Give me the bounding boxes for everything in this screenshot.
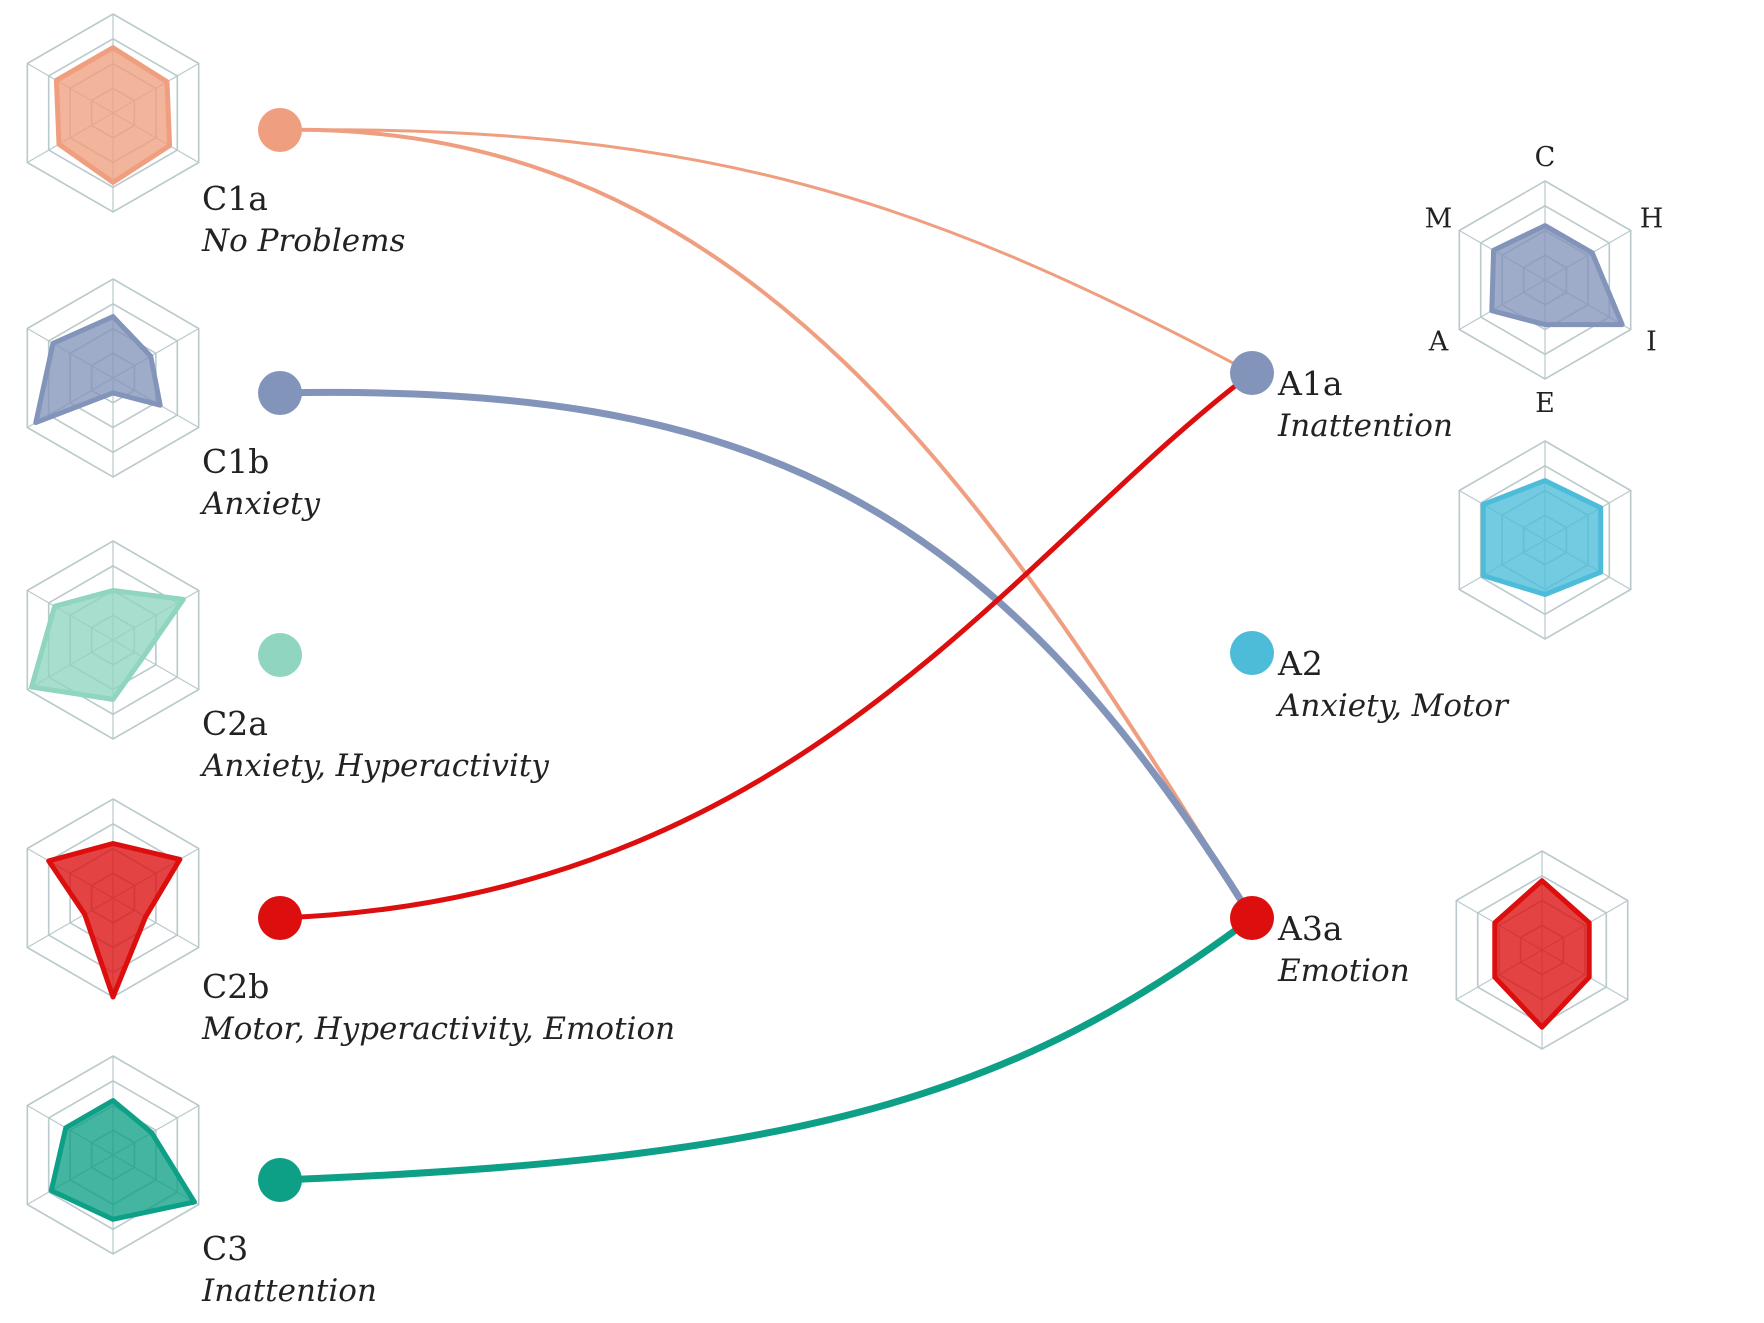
radar-chart-A3a: [1455, 850, 1629, 1050]
cluster-code-label: C2a: [202, 704, 268, 743]
radar-profile-C3: [48, 1098, 197, 1222]
link-C1b-to-A3a: [276, 388, 1256, 922]
link-C3-to-A3a: [276, 914, 1256, 1184]
radar-chart-A2: [1458, 440, 1632, 640]
cluster-code-label: C1b: [202, 442, 269, 481]
radar-chart-C3: [26, 1055, 200, 1255]
radar-profile-C2a: [29, 588, 186, 702]
cluster-code-label: C2b: [202, 967, 269, 1006]
radar-profile-C1a: [53, 45, 173, 185]
radar-profile-A1a: [1489, 223, 1625, 328]
cluster-description-label: Motor, Hyperactivity, Emotion: [201, 1011, 675, 1047]
cluster-code-label: A1a: [1277, 364, 1343, 403]
cluster-description-label: Emotion: [1277, 953, 1410, 989]
cluster-code-label: A3a: [1277, 909, 1343, 948]
nodes-layer: [258, 108, 1274, 1202]
radar-axis-label: A: [1428, 327, 1449, 358]
cluster-node-A3a: [1230, 896, 1274, 940]
link-C1a-to-A1a: [278, 128, 1254, 375]
radar-axis-label: H: [1640, 204, 1664, 235]
radar-chart-A1a: C H I E A M: [1425, 142, 1664, 419]
radar-chart-C2a: [26, 540, 200, 740]
radar-axis-label: C: [1535, 142, 1556, 173]
radar-profile-C1b: [33, 314, 163, 426]
cluster-description-label: No Problems: [201, 223, 405, 259]
radar-axis-label: E: [1535, 388, 1555, 419]
radar-axis-label: M: [1425, 204, 1453, 235]
radar-profile-A2: [1480, 478, 1604, 597]
link-C2b-to-A1a: [277, 370, 1255, 921]
cluster-code-label: C1a: [202, 179, 268, 218]
radar-chart-C1a: [26, 13, 200, 213]
cluster-node-C1a: [258, 108, 302, 152]
cluster-description-label: Anxiety, Hyperactivity: [199, 748, 549, 784]
radar-layer: C H I E A M: [26, 13, 1664, 1255]
radar-chart-C2b: [26, 798, 200, 1000]
radar-profile-C2b: [46, 841, 183, 1000]
cluster-description-label: Inattention: [1277, 408, 1453, 444]
radar-axis-label: I: [1646, 327, 1657, 358]
cluster-description-label: Anxiety: [199, 486, 321, 522]
cluster-node-C2b: [258, 896, 302, 940]
radar-profile-A3a: [1492, 878, 1592, 1030]
cluster-node-C3: [258, 1158, 302, 1202]
cluster-node-C1b: [258, 371, 302, 415]
radar-chart-C1b: [26, 278, 200, 478]
cluster-code-label: C3: [202, 1229, 248, 1268]
cluster-description-label: Anxiety, Motor: [1275, 688, 1510, 724]
link-C1a-to-A3a: [278, 127, 1254, 920]
cluster-description-label: Inattention: [201, 1273, 377, 1309]
cluster-node-A2: [1230, 631, 1274, 675]
cluster-node-A1a: [1230, 351, 1274, 395]
links-layer: [276, 127, 1256, 1184]
cluster-node-C2a: [258, 633, 302, 677]
cluster-code-label: A2: [1277, 644, 1323, 683]
